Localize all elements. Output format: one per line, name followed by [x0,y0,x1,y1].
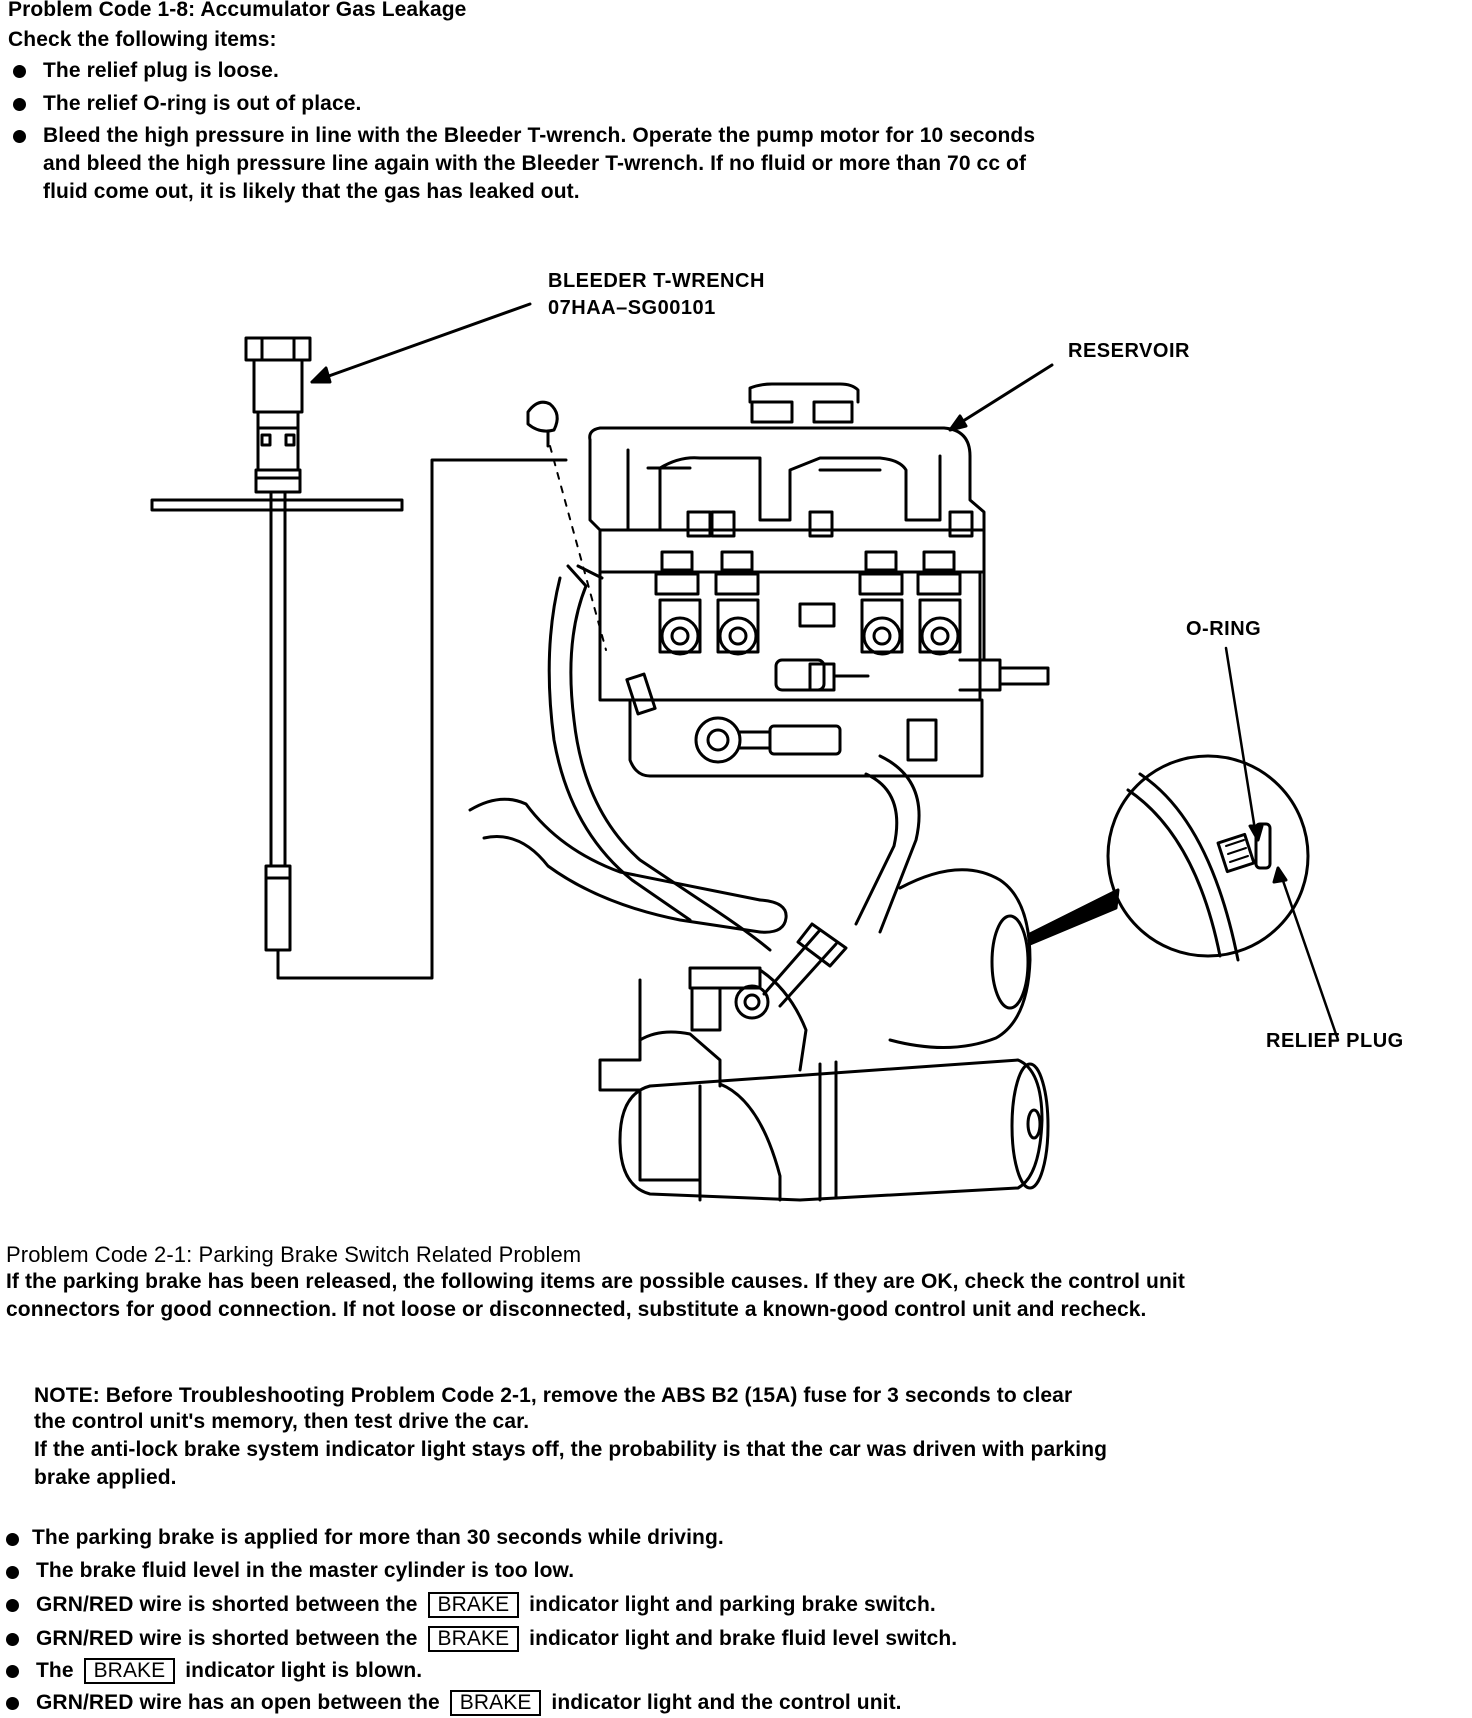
bullet-icon [6,1633,19,1646]
cause-5-prefix: The [36,1659,74,1682]
bullet-icon [13,130,26,143]
section1-item-3-cont-2: fluid come out, it is likely that the ga… [43,180,580,203]
pump-motor [618,1030,1050,1202]
cause-6-suffix: indicator light and the control unit. [551,1691,902,1714]
cause-5: The BRAKE indicator light is blown. [36,1658,422,1684]
brake-line-ports [654,550,962,656]
bullet-icon [13,65,26,78]
cause-6: GRN/RED wire has an open between the BRA… [36,1690,902,1716]
cause-5-suffix: indicator light is blown. [185,1659,423,1682]
cause-4-prefix: GRN/RED wire is shorted between the [36,1627,418,1650]
accumulator-sphere [888,868,1032,1050]
cause-2: The brake fluid level in the master cyli… [36,1559,575,1582]
bullet-icon [6,1533,19,1546]
cause-4: GRN/RED wire is shorted between the BRAK… [36,1626,957,1652]
note-line-4: brake applied. [34,1466,177,1489]
note-line-3: If the anti-lock brake system indicator … [34,1438,1108,1461]
bullet-icon [6,1566,19,1579]
cause-3: GRN/RED wire is shorted between the BRAK… [36,1592,936,1618]
cause-1: The parking brake is applied for more th… [32,1526,724,1549]
section1-item-3: Bleed the high pressure in line with the… [43,124,1036,147]
cause-6-prefix: GRN/RED wire has an open between the [36,1691,440,1714]
bullet-icon [6,1665,19,1678]
relief-plug-label: RELIEF PLUG [1266,1030,1404,1052]
section2-intro-2: connectors for good connection. If not l… [6,1298,1147,1321]
brake-indicator-box: BRAKE [449,1690,542,1716]
brake-indicator-box: BRAKE [427,1592,520,1618]
note-line-2: the control unit's memory, then test dri… [34,1410,530,1433]
o-ring-label: O-RING [1186,618,1262,640]
section1-title: Problem Code 1-8: Accumulator Gas Leakag… [8,0,467,21]
reservoir-label: RESERVOIR [1068,340,1190,362]
section1-intro: Check the following items: [8,28,277,51]
section1-item-1: The relief plug is loose. [43,59,279,82]
section1-item-2: The relief O-ring is out of place. [43,92,362,115]
section2-title: Problem Code 2-1: Parking Brake Switch R… [6,1242,582,1267]
bleeder-t-wrench-label: BLEEDER T-WRENCH [548,270,765,292]
relief-plug-detail-circle [1106,754,1310,962]
section1-item-3-cont-1: and bleed the high pressure line again w… [43,152,1027,175]
bleeder-t-wrench-part-number: 07HAA–SG00101 [548,297,716,319]
cause-3-prefix: GRN/RED wire is shorted between the [36,1593,418,1616]
cause-4-suffix: indicator light and brake fluid level sw… [529,1627,958,1650]
note-line-1: NOTE: Before Troubleshooting Problem Cod… [34,1384,1073,1407]
bleeder-t-wrench-illustration [150,336,568,980]
bullet-icon [6,1599,19,1612]
bullet-icon [6,1697,19,1710]
brake-indicator-box: BRAKE [427,1626,520,1652]
section2-intro-1: If the parking brake has been released, … [6,1270,1185,1293]
brake-indicator-box: BRAKE [83,1658,176,1684]
cause-3-suffix: indicator light and parking brake switch… [529,1593,936,1616]
bullet-icon [13,98,26,111]
